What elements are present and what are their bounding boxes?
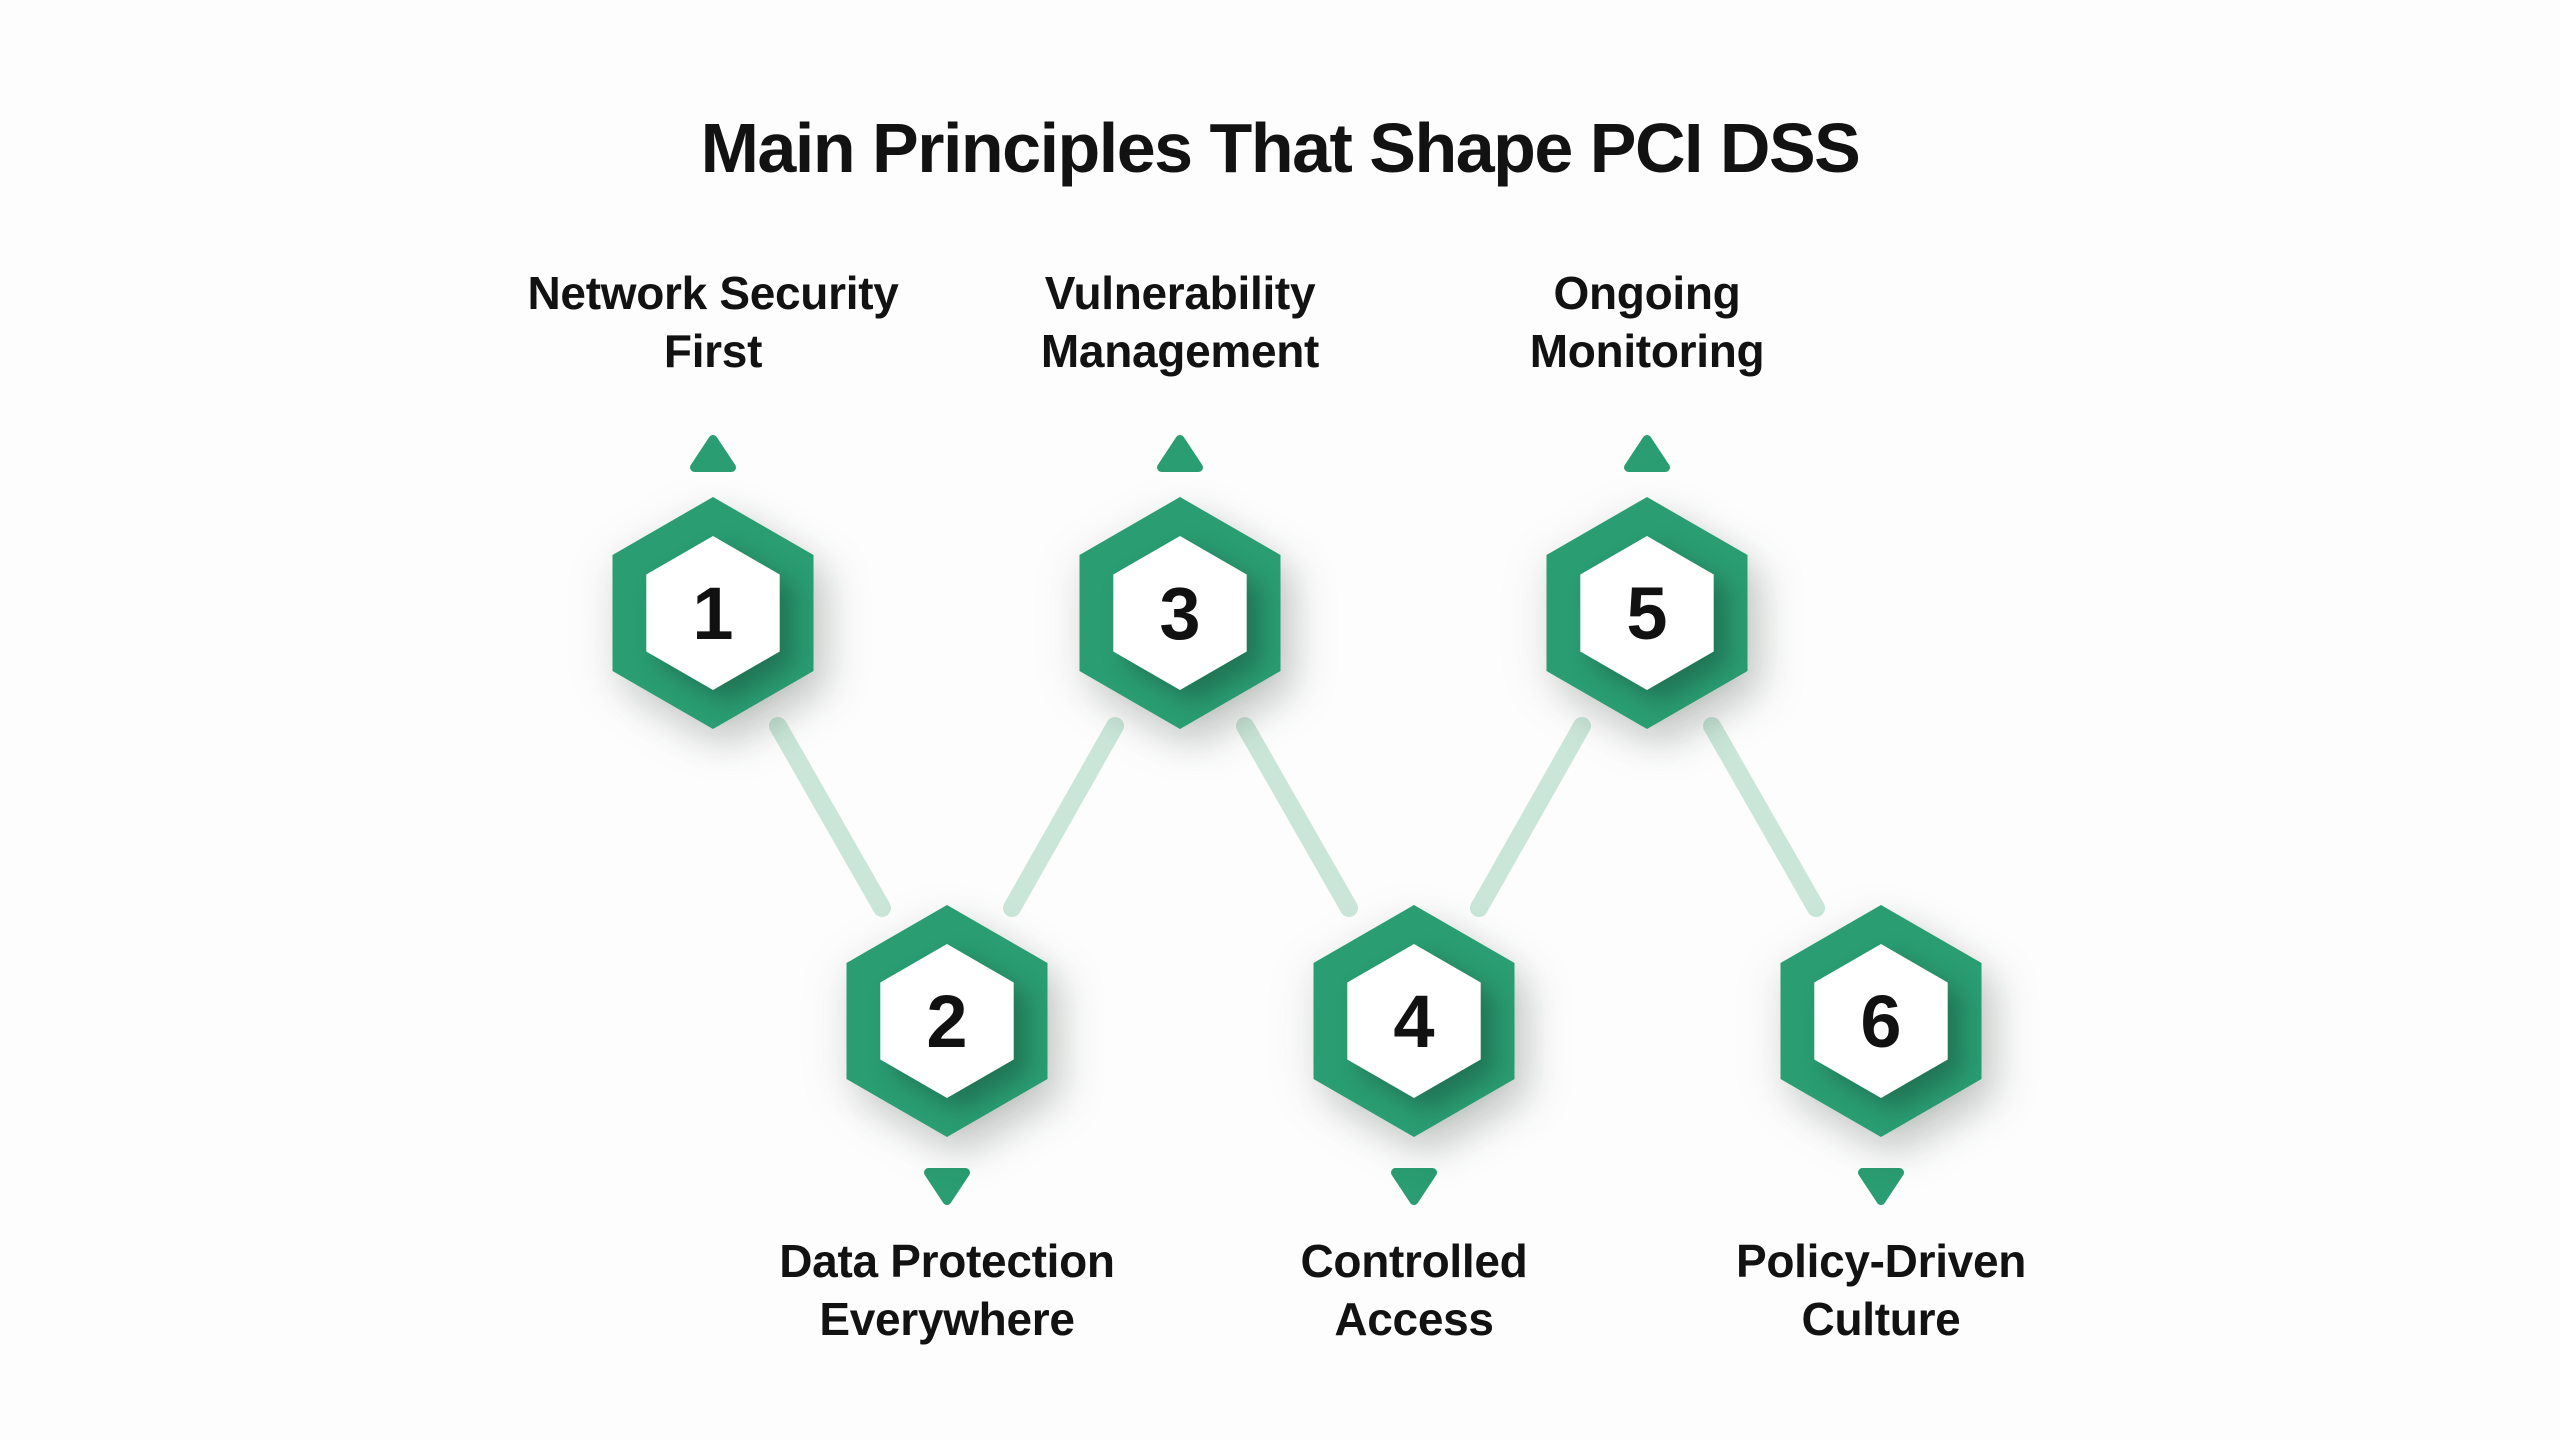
hex-number: 6 xyxy=(1860,980,1901,1063)
node-label-policy-driven-culture: Policy-Driven Culture xyxy=(1735,1235,2027,1345)
hex-number: 3 xyxy=(1159,572,1200,655)
node-label-ongoing-monitoring: Ongoing Monitoring xyxy=(1529,267,1765,377)
page-title: Main Principles That Shape PCI DSS xyxy=(700,109,1861,187)
arrow-up-icon xyxy=(1629,440,1666,468)
hex-number: 4 xyxy=(1393,980,1434,1063)
arrow-down-icon xyxy=(929,1173,966,1201)
hex-node-3: 3 xyxy=(1080,497,1281,729)
hex-node-2: 2 xyxy=(847,905,1048,1137)
hex-number: 5 xyxy=(1626,572,1667,655)
hex-node-1: 1 xyxy=(613,497,814,729)
node-label-network-security-first: Network Security First xyxy=(527,267,899,377)
connector-line-2-3 xyxy=(1003,717,1124,917)
connector-line-4-5 xyxy=(1470,717,1591,917)
hex-node-6: 6 xyxy=(1781,905,1982,1137)
arrow-up-icon xyxy=(695,440,732,468)
hex-number: 2 xyxy=(926,980,967,1063)
node-label-data-protection-everywhere: Data Protection Everywhere xyxy=(779,1235,1115,1345)
connector-line-1-2 xyxy=(769,717,891,917)
hex-node-5: 5 xyxy=(1547,497,1748,729)
hex-node-4: 4 xyxy=(1314,905,1515,1137)
arrow-down-icon xyxy=(1863,1173,1900,1201)
node-label-controlled-access: Controlled Access xyxy=(1300,1235,1528,1345)
hex-number: 1 xyxy=(692,572,733,655)
node-label-vulnerability-management: Vulnerability Management xyxy=(1040,267,1320,377)
connector-line-3-4 xyxy=(1236,717,1358,917)
arrow-down-icon xyxy=(1396,1173,1433,1201)
connector-line-5-6 xyxy=(1703,717,1825,917)
arrow-up-icon xyxy=(1162,440,1199,468)
